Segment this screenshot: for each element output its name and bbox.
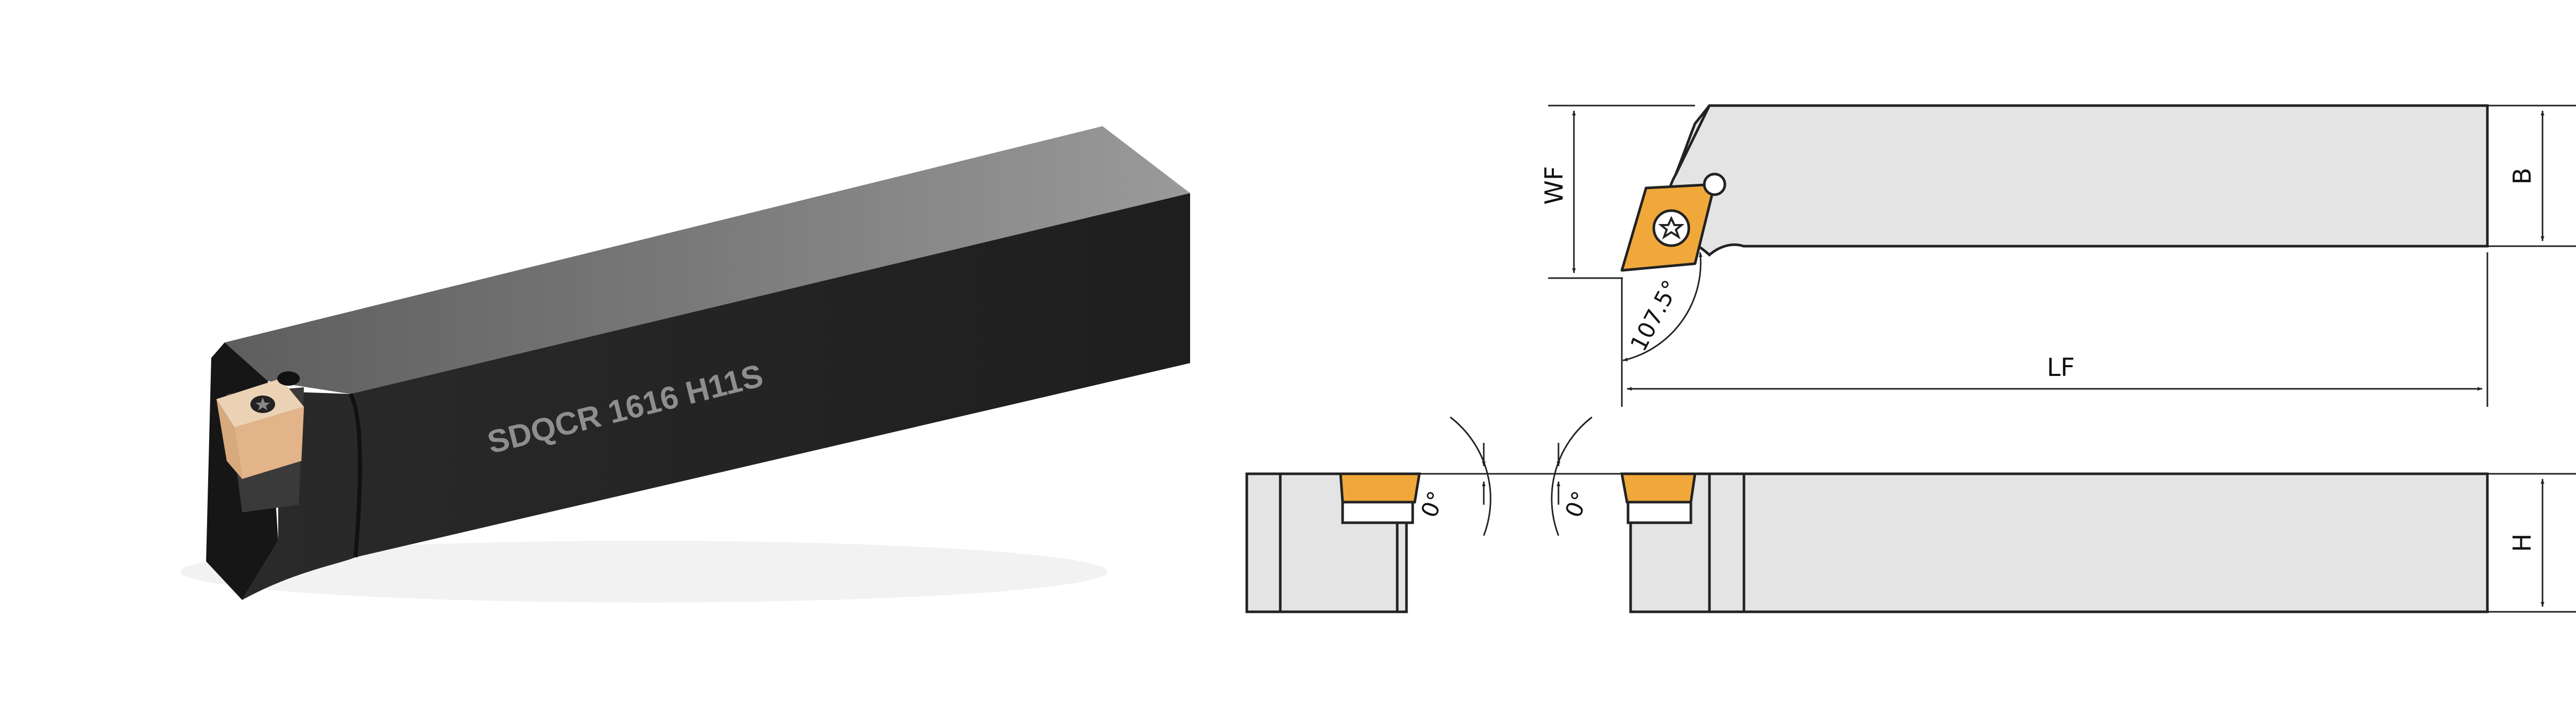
dim-wf-label: WF bbox=[1540, 166, 1569, 204]
insert-3d-side bbox=[234, 407, 304, 479]
end-view: 0° bbox=[1245, 416, 1515, 613]
insert-3d-front bbox=[216, 399, 242, 479]
clamp-pin bbox=[1703, 173, 1726, 196]
dim-angle-lead-label: 107.5° bbox=[1625, 276, 1684, 356]
tool-holder-3d: SDQCR 1616 H11S bbox=[180, 126, 1190, 603]
side-view-outline bbox=[1629, 472, 2489, 613]
tool-top-face bbox=[225, 126, 1190, 394]
dim-angle-rake-left-label: 0° bbox=[1416, 488, 1450, 521]
insert-side-view bbox=[1620, 472, 1697, 504]
top-view: WF B LF 107.5° bbox=[1540, 104, 2576, 407]
tool-neck-contour bbox=[348, 393, 362, 558]
torx-screw-icon bbox=[250, 396, 275, 413]
insert-end-view bbox=[1339, 472, 1421, 504]
dim-angle-rake-right-label: 0° bbox=[1561, 488, 1595, 521]
top-view-outline bbox=[1658, 104, 2489, 257]
tool-shadow bbox=[180, 541, 1108, 603]
side-view: 0° H bbox=[1510, 416, 2576, 613]
torx-screw-icon bbox=[1658, 216, 1685, 239]
clamp-hole bbox=[277, 371, 300, 386]
tool-side-face bbox=[242, 193, 1190, 600]
dim-b-label: B bbox=[2508, 168, 2537, 185]
dim-h-label: H bbox=[2508, 534, 2537, 552]
dim-lf-label: LF bbox=[2047, 353, 2075, 382]
